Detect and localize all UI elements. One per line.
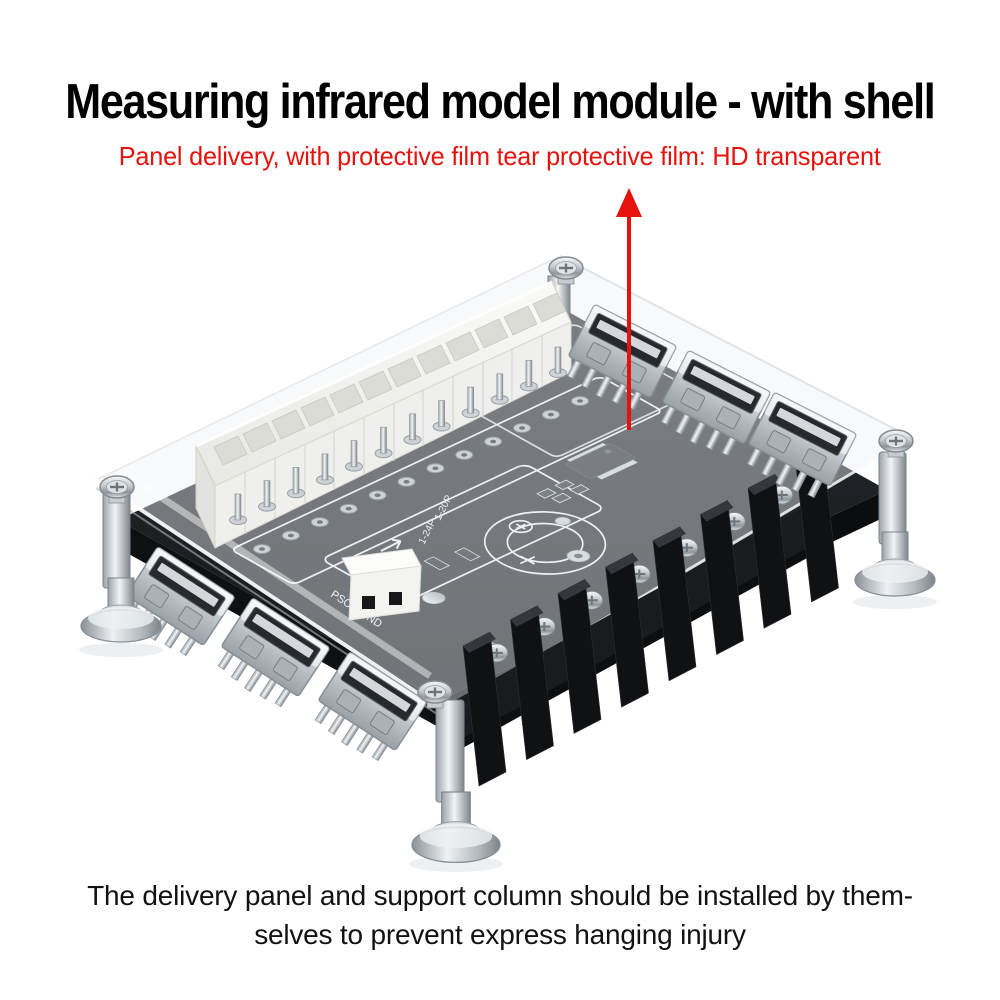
bottom-caption: The delivery panel and support column sh… <box>0 876 1000 954</box>
foot-front <box>411 791 501 864</box>
red-up-arrow-icon <box>616 188 642 430</box>
smd-capacitor <box>421 591 446 605</box>
page-subtitle: Panel delivery, with protective film tea… <box>0 141 1000 172</box>
standoff-right <box>878 451 907 545</box>
standoff-left <box>102 491 131 589</box>
foot-right <box>854 531 936 597</box>
page-title: Measuring infrared model module - with s… <box>0 74 1000 130</box>
page-subtitle-text: Panel delivery, with protective film tea… <box>119 141 881 171</box>
pson-jumper-connector <box>341 548 422 621</box>
page-title-text: Measuring infrared model module - with s… <box>65 75 935 129</box>
terminal-block-row <box>450 447 839 787</box>
smd-ic <box>565 443 638 480</box>
standoff-front <box>435 699 465 803</box>
caption-line-1: The delivery panel and support column sh… <box>87 880 913 911</box>
standoffs <box>102 451 907 803</box>
caption-line-2: selves to prevent express hanging injury <box>254 919 746 950</box>
smd-resistors <box>536 479 590 504</box>
